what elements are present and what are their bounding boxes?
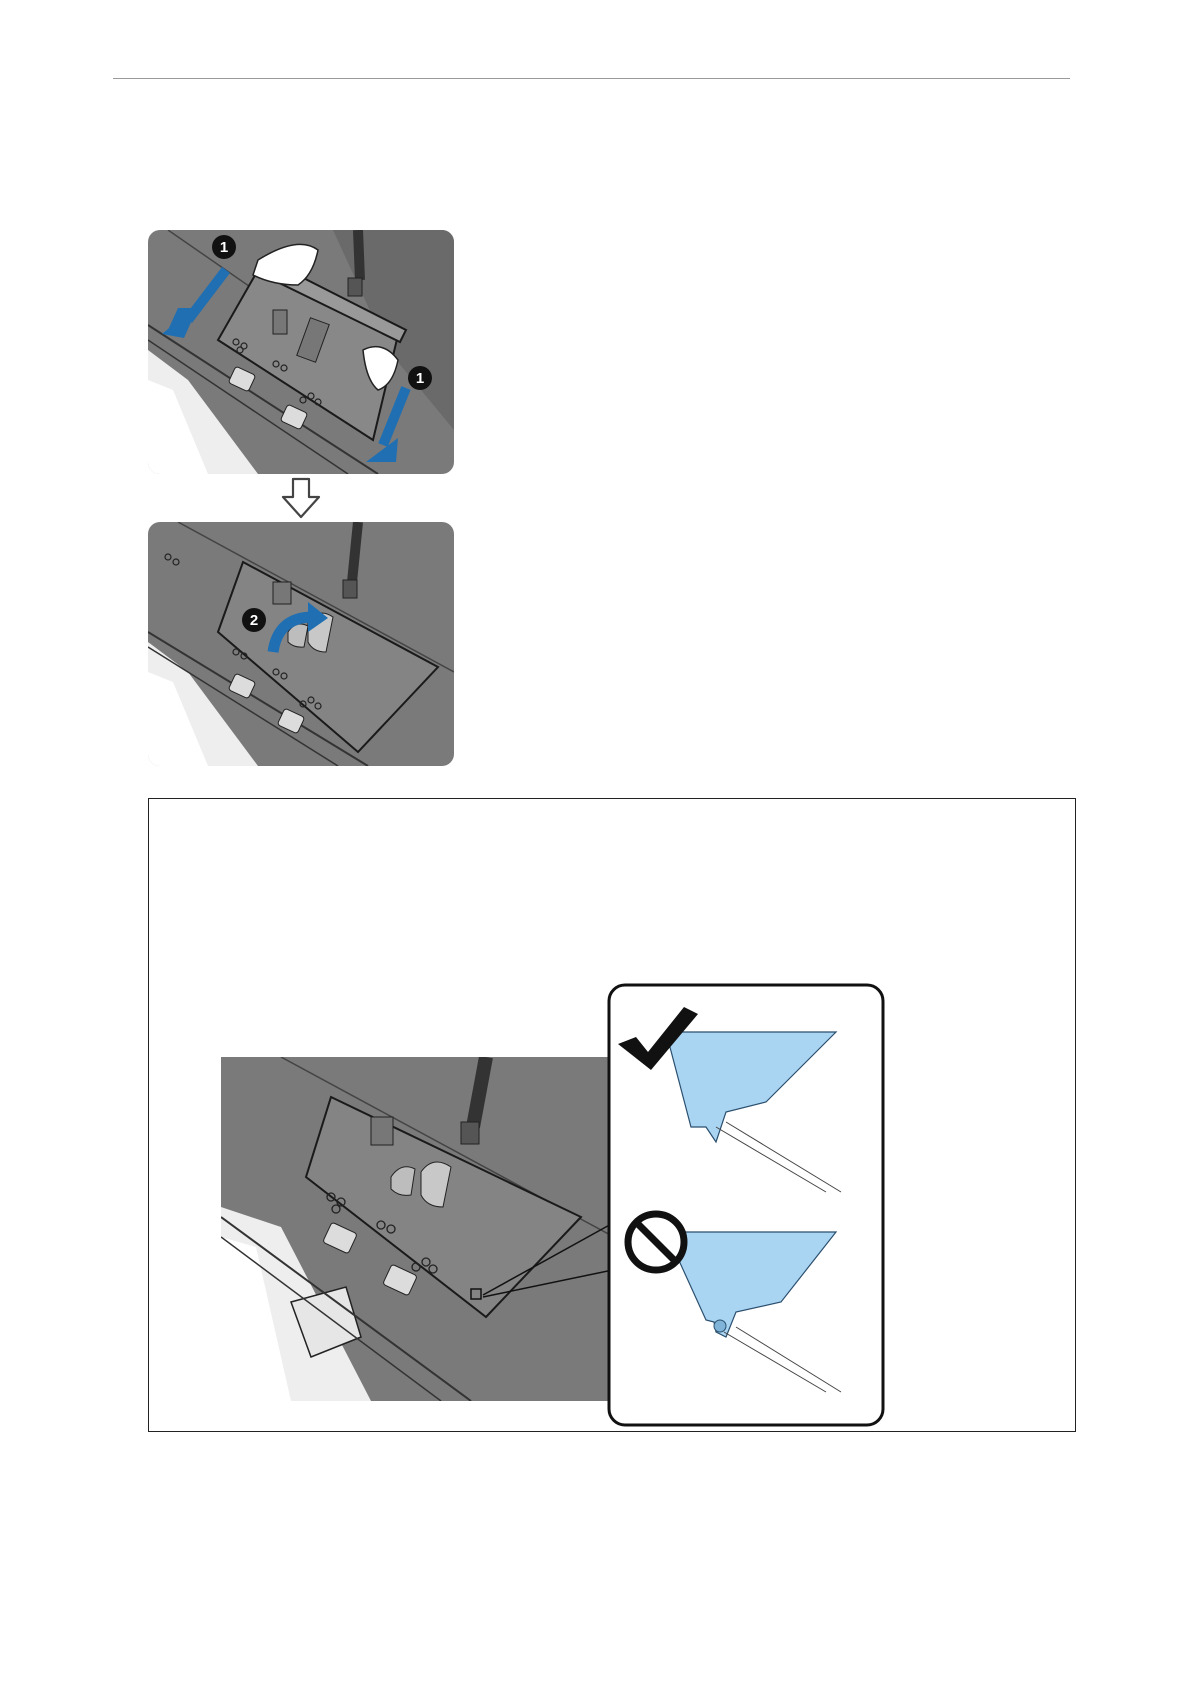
figure-step1-slide-cover: 1 1 — [148, 230, 454, 474]
note-box — [148, 798, 1076, 1432]
step-marker-1-right: 1 — [408, 366, 432, 390]
svg-text:1: 1 — [220, 239, 228, 256]
prohibited-icon — [628, 1214, 684, 1270]
figure-step2-rotate-cover: 2 — [148, 522, 454, 766]
svg-text:2: 2 — [250, 612, 258, 629]
header-rule — [113, 78, 1070, 79]
figure-callout-correct-incorrect — [606, 982, 886, 1428]
figure-note-scanner — [221, 1057, 651, 1401]
svg-text:1: 1 — [416, 370, 424, 387]
step-marker-2: 2 — [242, 608, 266, 632]
hollow-down-arrow-icon — [280, 477, 322, 519]
step-marker-1-left: 1 — [212, 235, 236, 259]
